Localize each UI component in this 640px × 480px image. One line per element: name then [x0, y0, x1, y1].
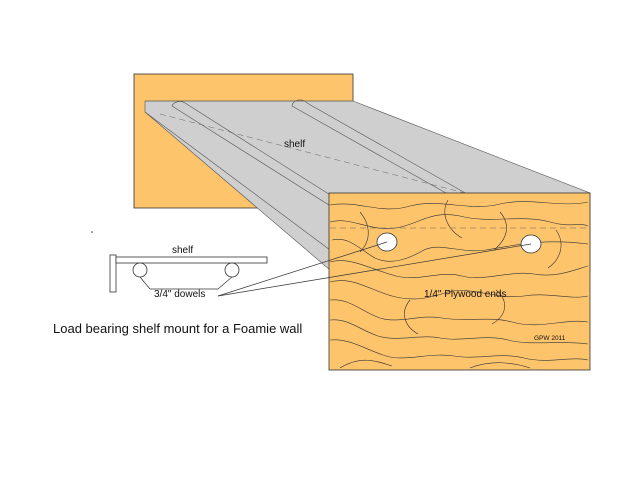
diagram-caption: Load bearing shelf mount for a Foamie wa… [53, 321, 303, 336]
shelf-front-edge [144, 111, 331, 251]
side-shelf-label: shelf [172, 245, 194, 256]
dot-mark [91, 231, 93, 233]
side-shelf-board [115, 256, 268, 264]
side-dowel-right [224, 262, 240, 278]
dowel-leader-lines [139, 241, 532, 297]
author-initials: GPW 2011 [534, 335, 566, 342]
side-dowel-left [132, 262, 148, 278]
plywood-ends-label: 1/4" Plywood ends [424, 289, 507, 300]
side-wall-post [109, 254, 117, 293]
wood-grain [329, 199, 589, 369]
dowels-label: 3/4" dowels [154, 289, 206, 300]
hidden-line [159, 113, 589, 226]
shelf-label-top: shelf [284, 139, 306, 150]
plywood-end-panel [328, 192, 591, 371]
